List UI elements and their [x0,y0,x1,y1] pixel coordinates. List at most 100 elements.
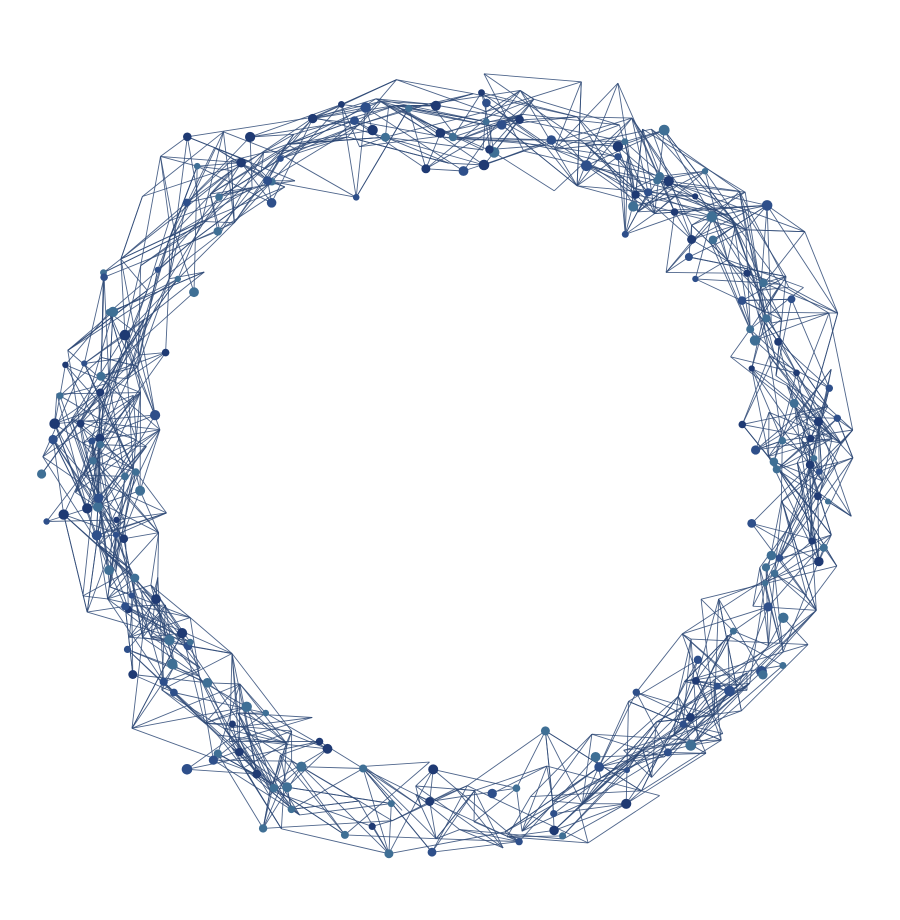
connection-line [429,90,521,105]
connection-line [142,614,162,638]
network-node [350,116,359,125]
connection-line [586,165,696,197]
connection-line [459,829,520,843]
connection-line [485,121,490,150]
network-node [427,847,437,857]
connection-line [781,501,808,596]
network-node [174,275,181,283]
network-node [208,755,218,765]
connection-line [431,841,520,853]
connection-line [168,236,171,279]
connection-line [52,439,117,536]
connection-line [86,503,103,613]
connection-line [598,692,637,768]
connection-line [554,81,582,150]
connection-line [385,136,450,164]
connection-line [504,766,600,833]
connection-line [83,474,125,477]
connection-line [700,598,734,632]
connection-line [131,727,257,775]
connection-line [186,136,251,203]
connection-line [506,796,531,838]
connection-line [713,642,781,681]
connection-line [688,256,787,278]
connection-line [656,685,718,723]
connection-line [281,828,390,855]
connection-line [765,318,829,407]
connection-line [764,547,825,584]
connection-line [493,119,520,153]
connection-line [429,787,517,802]
connection-line [132,392,141,470]
connection-line [239,683,258,775]
connection-line [231,723,240,753]
network-node [515,115,524,124]
network-node [747,519,757,528]
connection-line [628,700,722,741]
connection-line [654,195,675,214]
connection-line [752,567,761,607]
network-node [631,190,640,199]
connection-line [455,788,504,849]
connection-line [599,744,691,768]
connection-line [473,93,578,118]
network-node [825,384,833,392]
connection-line [483,73,525,152]
connection-line [576,185,675,213]
connection-line [682,630,734,725]
connection-line [530,733,593,797]
connection-line [774,573,817,611]
connection-line [98,444,101,499]
connection-line [204,722,233,725]
connection-line [103,277,110,384]
connection-line [267,123,361,182]
connection-line [804,231,839,314]
connection-line [742,424,842,444]
connection-line [217,186,286,232]
connection-line [354,120,427,170]
connection-line [435,790,475,839]
network-node [559,832,567,840]
connection-line [135,471,167,514]
connection-line [82,595,108,600]
connection-line [385,136,485,166]
connection-line [207,682,287,744]
connection-line [552,800,583,805]
connection-line [388,803,392,854]
connection-line [375,98,487,123]
connection-line [467,730,546,787]
connection-line [796,372,833,439]
connection-line [647,184,679,193]
connection-line [263,120,355,154]
connection-line [126,318,145,379]
connection-line [749,583,766,684]
connection-line [123,532,159,540]
network-node [263,176,273,186]
connection-line [98,429,161,499]
network-node [737,296,747,305]
connection-line [563,803,627,840]
connection-line [52,439,126,521]
connection-line [780,501,825,549]
connection-line [751,522,811,539]
connection-line [625,213,655,235]
connection-line [246,706,275,789]
network-node [708,235,718,245]
connection-line [754,312,830,341]
connection-line [114,318,145,381]
connection-line [187,136,250,162]
connection-line [169,271,205,280]
network-node [37,469,47,479]
connection-line [306,104,342,143]
connection-line [775,299,792,376]
connection-line [818,421,852,517]
connection-line [54,423,84,444]
network-node [95,433,105,443]
connection-line [544,730,583,804]
network-node [670,208,679,216]
connection-line [46,503,103,522]
connection-line [107,598,201,669]
connection-line [729,215,781,285]
connection-line [690,733,723,746]
